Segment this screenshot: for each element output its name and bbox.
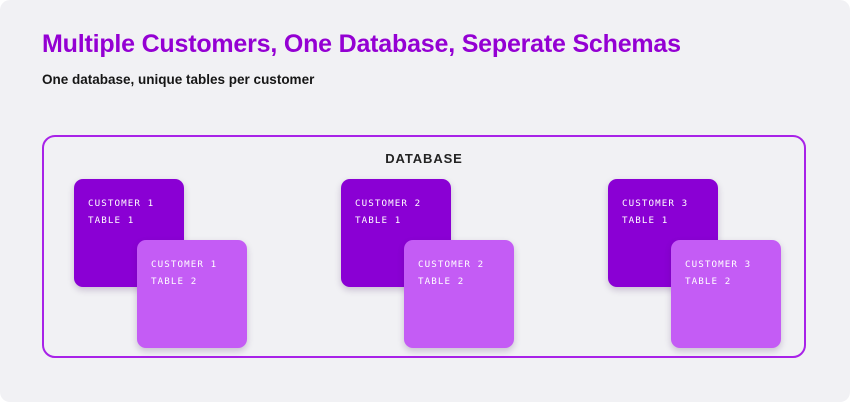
card-table-label: TABLE 1: [622, 215, 669, 227]
table-card-customer-2-table-2: CUSTOMER 2 TABLE 2: [404, 240, 514, 348]
card-customer-label: CUSTOMER 2: [355, 198, 422, 209]
customer-group-1: CUSTOMER 1 TABLE 1 CUSTOMER 1 TABLE 2: [74, 179, 250, 351]
card-customer-label: CUSTOMER 1: [88, 198, 155, 209]
table-card-customer-1-table-2: CUSTOMER 1 TABLE 2: [137, 240, 247, 348]
card-customer-label: CUSTOMER 3: [622, 198, 689, 209]
page-title: Multiple Customers, One Database, Sepera…: [42, 30, 681, 58]
table-card-customer-3-table-2: CUSTOMER 3 TABLE 2: [671, 240, 781, 348]
card-table-label: TABLE 2: [151, 276, 198, 288]
header: Multiple Customers, One Database, Sepera…: [42, 30, 812, 88]
card-customer-label: CUSTOMER 3: [685, 259, 752, 270]
card-customer-label: CUSTOMER 2: [418, 259, 485, 270]
page-subtitle: One database, unique tables per customer: [42, 71, 315, 87]
database-container: DATABASE CUSTOMER 1 TABLE 1 CUSTOMER 1 T…: [42, 135, 806, 358]
card-table-label: TABLE 2: [685, 276, 732, 288]
card-table-label: TABLE 1: [355, 215, 402, 227]
card-customer-label: CUSTOMER 1: [151, 259, 218, 270]
customer-group-2: CUSTOMER 2 TABLE 1 CUSTOMER 2 TABLE 2: [341, 179, 517, 351]
database-label: DATABASE: [385, 151, 463, 166]
table-card-customer-1-table-1: CUSTOMER 1 TABLE 1: [74, 179, 184, 287]
card-table-label: TABLE 1: [88, 215, 135, 227]
card-table-label: TABLE 2: [418, 276, 465, 288]
customer-group-3: CUSTOMER 3 TABLE 1 CUSTOMER 3 TABLE 2: [608, 179, 784, 351]
